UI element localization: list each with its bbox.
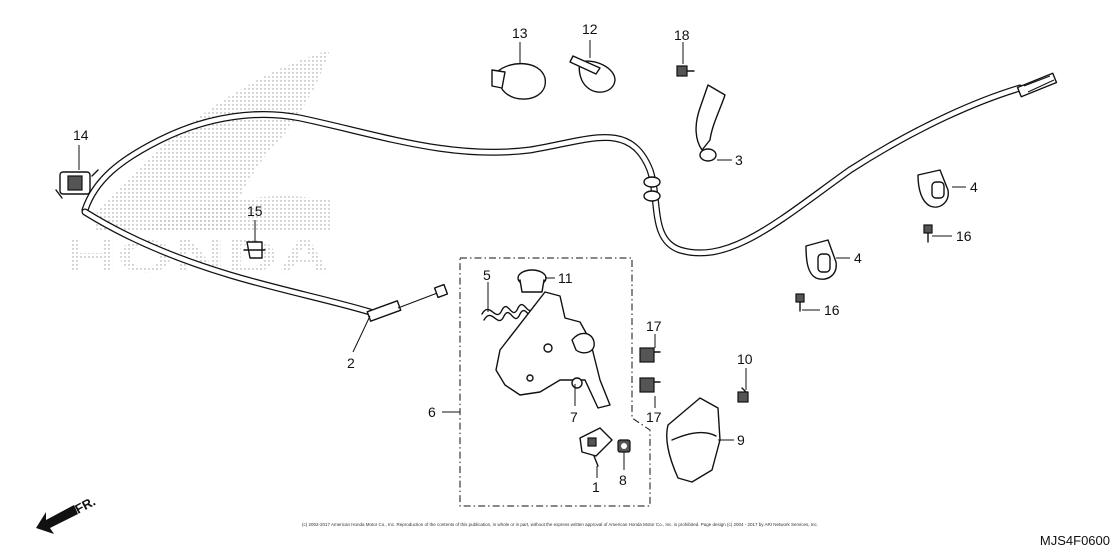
pedal-bracket	[495, 291, 611, 409]
callout-4-upper: 4	[970, 179, 978, 195]
callout-17-upper: 17	[646, 318, 662, 334]
callout-14: 14	[73, 127, 89, 143]
part-4-clamp-upper	[917, 169, 949, 208]
callout-9: 9	[737, 432, 745, 448]
callout-5: 5	[483, 267, 491, 283]
leader-lines	[78, 40, 966, 478]
part-1-switch	[579, 427, 613, 467]
part-11-screw	[737, 387, 749, 403]
callout-17-lower: 17	[646, 409, 662, 425]
callout-12: 12	[582, 21, 598, 37]
callout-8: 8	[619, 472, 627, 488]
callout-11: 10	[737, 351, 753, 367]
callout-18: 18	[674, 27, 690, 43]
callout-4-lower: 4	[854, 250, 862, 266]
copyright-notice: (c) 2002-2017 American Honda Motor Co., …	[301, 522, 819, 527]
callout-6: 6	[428, 404, 436, 420]
callout-16-lower: 16	[824, 302, 840, 318]
honda-wing-watermark: HONDA	[65, 50, 330, 282]
part-17-bolt-lower	[639, 377, 661, 393]
part-10-cap	[517, 269, 547, 293]
callout-7: 7	[570, 409, 578, 425]
callout-1: 1	[592, 479, 600, 495]
part-14-clamp	[55, 169, 99, 199]
part-5-spring	[481, 303, 537, 322]
part-18-bolt	[676, 65, 695, 77]
part-12-strap	[569, 55, 616, 93]
callout-10: 11	[558, 270, 573, 286]
callout-labels: 14 15 13 12 18 3 4 4 16 16 2 5 11 6 7 17…	[73, 21, 978, 495]
honda-watermark-text: HONDA	[65, 230, 330, 282]
part-3-clamp	[695, 84, 726, 162]
figure-code: MJS4F0600	[1039, 533, 1110, 548]
part-16-bolt-lower	[795, 293, 805, 312]
part-16-bolt-upper	[923, 224, 933, 243]
callout-3: 3	[735, 152, 743, 168]
callout-13: 13	[512, 25, 528, 41]
part-17-bolt-upper	[639, 347, 661, 363]
part-4-clamp-lower	[805, 239, 837, 280]
callout-2: 2	[347, 355, 355, 371]
brake-cable	[81, 72, 1058, 322]
part-9-pedal-pad	[666, 397, 721, 483]
callout-15: 15	[247, 203, 263, 219]
part-13-band	[491, 62, 546, 100]
front-direction-arrow-icon: FR.	[36, 494, 98, 534]
pedal-assembly-outline	[459, 257, 651, 507]
part-15-clip	[243, 241, 266, 259]
callout-16-upper: 16	[956, 228, 972, 244]
part-8-nut	[617, 439, 631, 453]
